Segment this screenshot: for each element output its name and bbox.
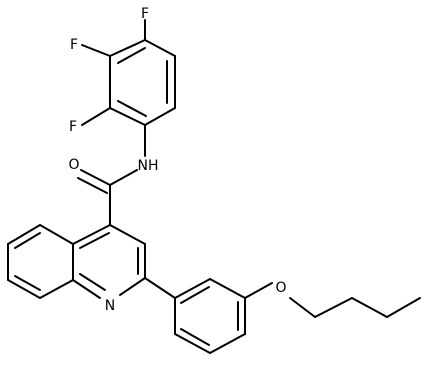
bond	[39, 224, 74, 245]
bond	[289, 297, 316, 318]
bond	[209, 278, 246, 299]
bond	[7, 224, 41, 245]
bond	[144, 107, 176, 126]
ether-oxygen-label: O	[275, 280, 286, 296]
fluorine-atom-label: F	[69, 119, 77, 135]
bond	[109, 39, 146, 57]
bond	[81, 44, 111, 57]
bond	[80, 169, 111, 186]
bond	[109, 169, 138, 186]
bond	[81, 107, 111, 126]
bond	[174, 278, 211, 299]
bond	[72, 279, 101, 299]
bond	[209, 333, 246, 354]
bond	[174, 333, 211, 354]
bond	[109, 107, 146, 126]
bond	[14, 275, 41, 291]
bond	[144, 277, 176, 299]
bond	[39, 279, 74, 299]
bond	[180, 328, 210, 346]
bond	[117, 100, 147, 117]
bond	[144, 39, 176, 57]
bond	[119, 277, 146, 296]
bond	[72, 224, 111, 245]
bond	[351, 297, 388, 318]
bond	[109, 224, 146, 245]
amide-nitrogen-label: NH	[138, 158, 159, 174]
fluorine-atom-label: F	[70, 37, 78, 53]
bond	[7, 279, 41, 299]
atom-labels: F F F O NH N O	[68, 6, 286, 314]
bond	[79, 273, 106, 291]
oxygen-atom-label: O	[68, 157, 79, 173]
bond	[180, 286, 210, 304]
bond	[386, 297, 421, 318]
fluorine-atom-label: F	[141, 6, 149, 22]
bonds	[7, 19, 421, 354]
quinoline-nitrogen-label: N	[105, 298, 115, 314]
bond	[77, 177, 108, 194]
bond	[117, 47, 146, 64]
bond	[314, 297, 353, 318]
bond	[14, 232, 41, 249]
bond	[244, 282, 273, 299]
bond	[79, 232, 110, 249]
